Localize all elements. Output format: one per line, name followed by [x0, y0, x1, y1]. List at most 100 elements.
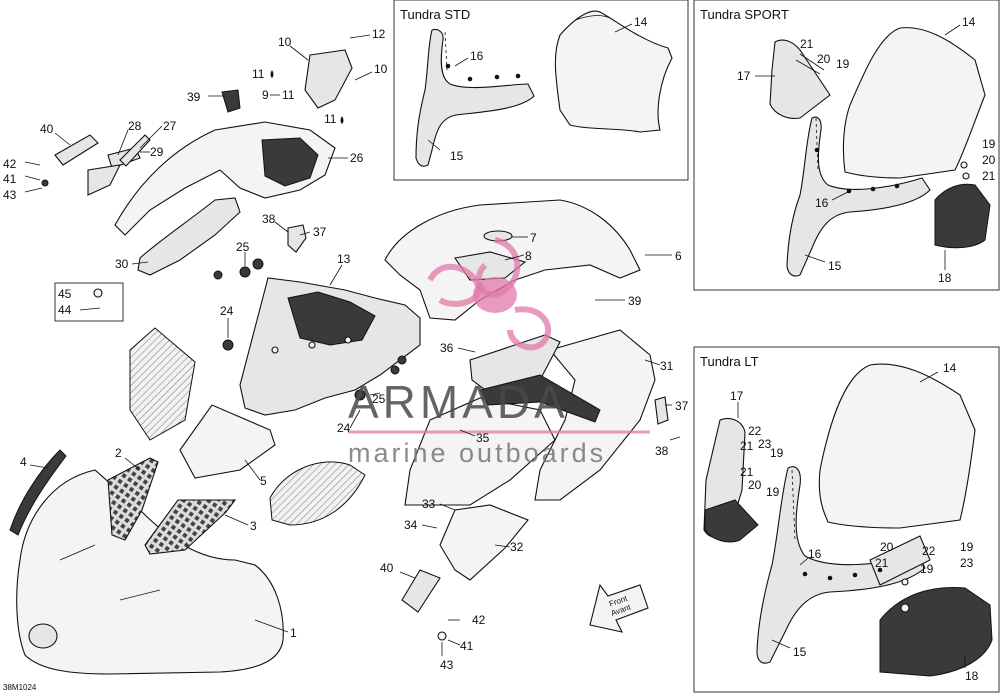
- callout-label: 30: [115, 257, 129, 271]
- callout-label: 14: [634, 15, 648, 29]
- housing-hole: [308, 341, 316, 349]
- callout-label: 39: [628, 294, 642, 308]
- washer: [900, 603, 910, 613]
- callout-label: 19: [960, 540, 974, 554]
- grommet: [213, 270, 223, 280]
- callout-label: 41: [460, 639, 474, 653]
- callouts: 1 2 3 4 5 6 7 8 9 10 10 11 11 11 12 13 2…: [3, 15, 996, 683]
- latch: [287, 224, 307, 253]
- callout-label: 19: [766, 485, 780, 499]
- callout-label: 23: [960, 556, 974, 570]
- callout-label: 29: [150, 145, 164, 159]
- callout-label: 3: [250, 519, 257, 533]
- grommet: [239, 266, 251, 278]
- grommet: [222, 339, 234, 351]
- hand-guard-left: [769, 39, 831, 119]
- callout-label: 20: [880, 540, 894, 554]
- callout-label: 39: [187, 90, 201, 104]
- callout-label: 16: [815, 196, 829, 210]
- panel-title: Tundra STD: [400, 7, 470, 22]
- callout-label: 37: [675, 399, 689, 413]
- housing-hole: [344, 336, 352, 344]
- callout-label: 23: [758, 437, 772, 451]
- callout-label: 21: [800, 37, 814, 51]
- front-arrow: [589, 583, 649, 633]
- hand-guard-right: [879, 586, 993, 677]
- callout-label: 26: [350, 151, 364, 165]
- headlight-hole: [28, 623, 58, 649]
- deflector-recess: [261, 137, 319, 187]
- callout-label: 24: [220, 304, 234, 318]
- fastener-inset: [54, 282, 124, 322]
- hand-guard-left-lower: [704, 499, 759, 543]
- watermark-tagline: marine outboards: [348, 438, 606, 468]
- callout-label: 21: [875, 556, 889, 570]
- callout-label: 34: [404, 518, 418, 532]
- callout-label: 11: [324, 112, 337, 126]
- callout-label: 13: [337, 252, 351, 266]
- rivet: [802, 571, 808, 577]
- callout-label: 40: [380, 561, 394, 575]
- callout-label: 42: [3, 157, 17, 171]
- windshield-bracket: [415, 28, 535, 167]
- side-vent-strip: [9, 449, 67, 536]
- rivet: [877, 567, 883, 573]
- washer: [41, 179, 49, 187]
- callout-label: 5: [260, 474, 267, 488]
- callout-label: 21: [982, 169, 996, 183]
- sport-parts: [769, 27, 991, 277]
- callout-label: 19: [920, 562, 934, 576]
- callout-label: 14: [962, 15, 976, 29]
- panel-tundra-std: Tundra STD: [393, 0, 689, 181]
- panel-title: Tundra LT: [700, 354, 759, 369]
- hand-guard-right-upper: [869, 535, 931, 586]
- callout-label: 24: [337, 421, 351, 435]
- callout-label: 28: [128, 119, 142, 133]
- callout-label: 9: [262, 88, 269, 102]
- side-panel-hatched: [129, 327, 196, 441]
- clip: [221, 89, 241, 113]
- rivet: [467, 76, 473, 82]
- trim-bracket: [479, 374, 601, 423]
- panel-frame: [693, 346, 1000, 693]
- panel-frame: [393, 0, 689, 181]
- callout-label: 17: [730, 389, 744, 403]
- lt-parts: [703, 363, 993, 677]
- callout-label: 35: [476, 431, 490, 445]
- windshield-bracket: [756, 466, 926, 664]
- callout-label: 36: [440, 341, 454, 355]
- callout-label: 32: [510, 540, 524, 554]
- handle: [54, 134, 99, 166]
- callout-label: 16: [808, 547, 822, 561]
- watermark-logo-mark: [427, 237, 552, 351]
- callout-label: 18: [938, 271, 952, 285]
- callout-label: 20: [982, 153, 996, 167]
- callout-label: 44: [58, 303, 72, 317]
- callout-label: 17: [737, 69, 751, 83]
- watermark-brand: ARMADA: [348, 376, 569, 428]
- callout-label: 19: [982, 137, 996, 151]
- callout-label: 22: [748, 424, 762, 438]
- callout-label: 16: [470, 49, 484, 63]
- rivet: [870, 186, 876, 192]
- grommet: [354, 389, 366, 401]
- clip-part: [119, 134, 151, 167]
- callout-label: 37: [313, 225, 327, 239]
- washer: [960, 161, 968, 169]
- windshield: [818, 363, 976, 529]
- callout-label: 10: [278, 35, 292, 49]
- callout-label: 43: [3, 188, 17, 202]
- callout-label: 41: [3, 172, 17, 186]
- panel-tundra-sport: Tundra SPORT: [693, 0, 1000, 291]
- bracket: [87, 164, 121, 196]
- callout-label: 33: [422, 497, 436, 511]
- watermark: ARMADA marine outboards: [348, 237, 650, 468]
- diagram-ref-code: 38M1024: [3, 683, 37, 692]
- latch: [654, 396, 669, 425]
- callout-label: 15: [793, 645, 807, 659]
- callout-label: 15: [828, 259, 842, 273]
- callout-label: 43: [440, 658, 454, 672]
- housing-reflector: [287, 291, 376, 346]
- callout-label: 10: [374, 62, 388, 76]
